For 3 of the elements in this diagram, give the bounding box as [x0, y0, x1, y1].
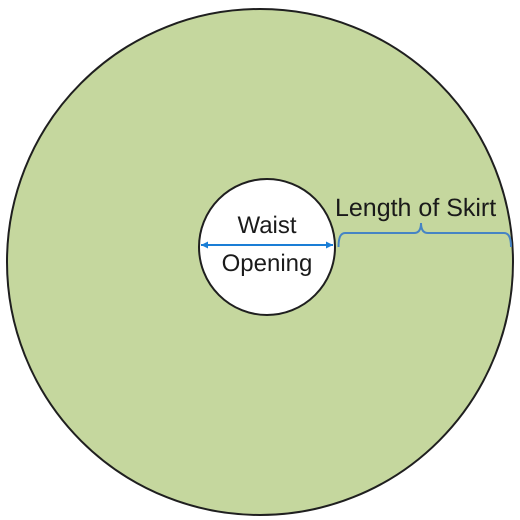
- circle-label: Waist: [237, 212, 297, 240]
- circle-label: Opening: [222, 250, 312, 278]
- dimension-label: Length of Skirt: [335, 193, 496, 223]
